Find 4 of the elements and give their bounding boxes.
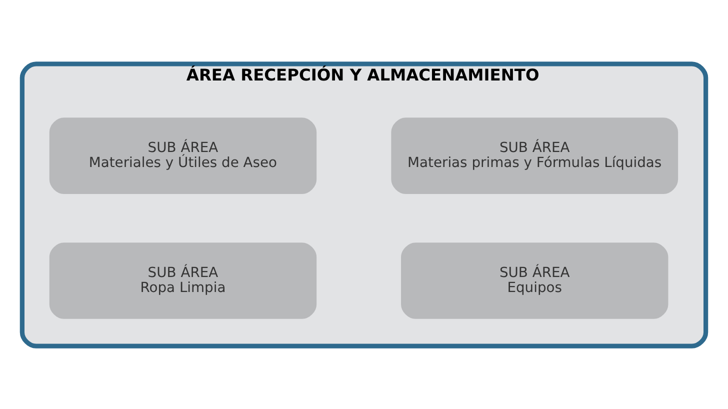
node-box: SUB ÁREA Materias primas y Fórmulas Líquidas [391,117,678,194]
node-box: SUB ÁREA Equipos [401,242,668,318]
node-box: SUB ÁREA Ropa Limpia [49,242,317,318]
node-box: SUB ÁREA Materiales y Útiles de Aseo [49,117,317,194]
